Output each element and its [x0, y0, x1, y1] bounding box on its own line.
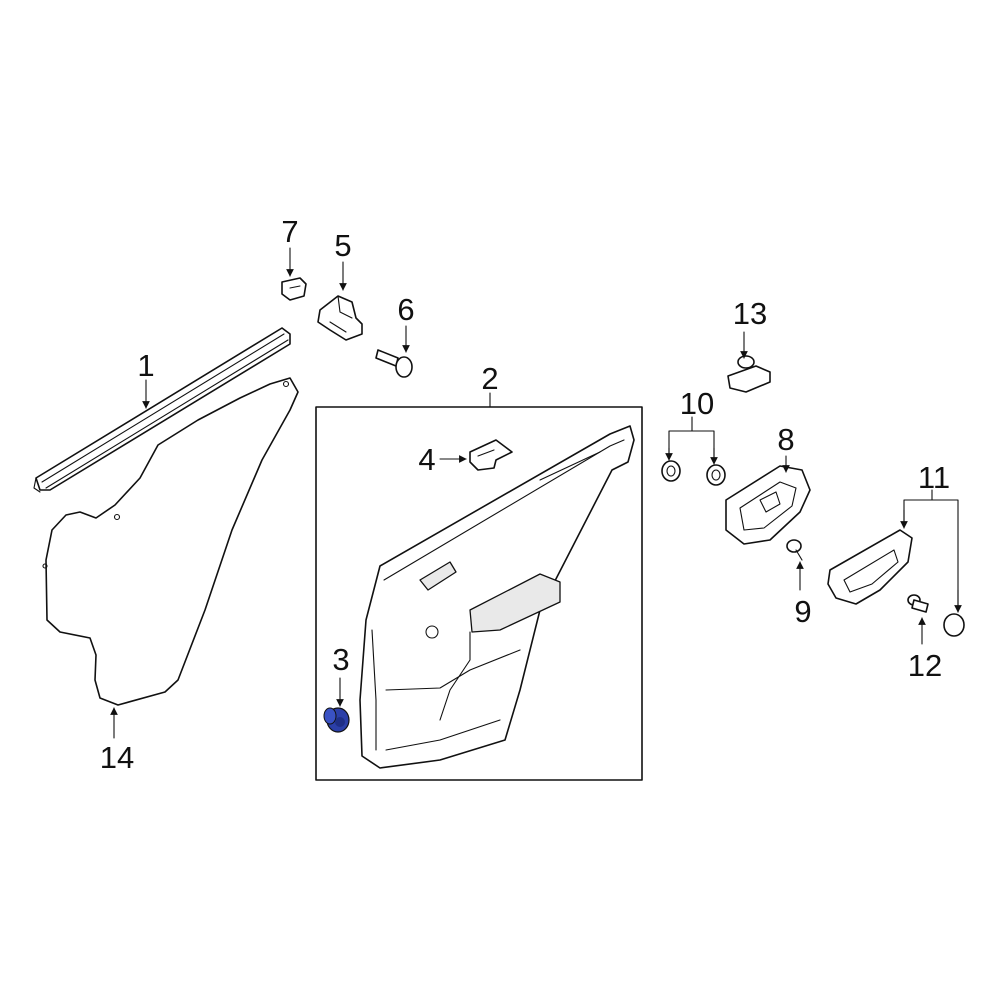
callout-4: 4: [418, 442, 435, 477]
part-8-handle-housing: [725, 465, 811, 545]
part-2-door-trim-panel-box: [315, 406, 643, 781]
part-5-bracket: [317, 295, 363, 341]
callout-1: 1: [137, 348, 154, 383]
callout-5: 5: [334, 228, 351, 263]
callout-3: 3: [332, 642, 349, 677]
callout-12: 12: [908, 648, 942, 683]
part-1-belt-weatherstrip: [33, 327, 291, 493]
part-4-clip: [469, 439, 513, 471]
part-11-cover-cap: [943, 613, 965, 637]
callout-14: 14: [100, 740, 134, 775]
part-11-inside-handle: [827, 529, 913, 605]
callout-6: 6: [397, 292, 414, 327]
part-10-grommet-left: [661, 460, 681, 482]
callout-9: 9: [794, 594, 811, 629]
leader-lines: [110, 247, 962, 739]
part-9-screw: [786, 539, 803, 561]
part-3-clip-highlighted: [323, 707, 350, 733]
part-2-door-trim-panel: [359, 425, 635, 769]
callout-labels: 1 2 3 4 5 6 7 8 9 10 11 12 13 14: [100, 214, 950, 775]
part-10-grommet-right: [706, 464, 726, 486]
part-12-screw: [907, 594, 929, 613]
callout-10: 10: [680, 386, 714, 421]
callout-13: 13: [733, 296, 767, 331]
part-14-door-sealing-sheet: [42, 377, 299, 706]
part-13-switch: [727, 355, 771, 393]
callout-8: 8: [777, 422, 794, 457]
callout-2: 2: [481, 361, 498, 396]
leader-10: [668, 430, 715, 460]
callout-7: 7: [281, 214, 298, 249]
part-6-screw: [375, 349, 413, 378]
part-7-clip: [281, 277, 307, 301]
callout-11: 11: [918, 460, 950, 495]
